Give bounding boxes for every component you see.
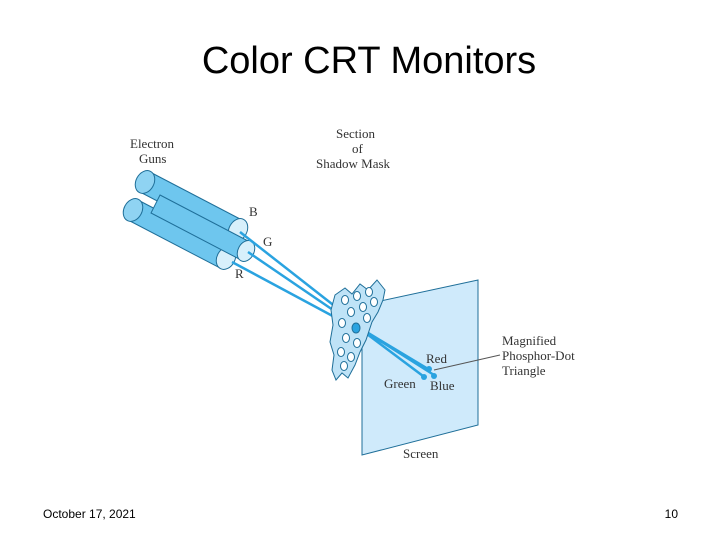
electron-guns bbox=[122, 170, 256, 270]
magnified-leader bbox=[433, 354, 501, 371]
label-electron-line2: Guns bbox=[139, 151, 166, 166]
label-magnified-line3: Triangle bbox=[502, 363, 546, 378]
label-electron-line1: Electron bbox=[130, 136, 175, 151]
label-section-line1: Section bbox=[336, 126, 375, 141]
gun-middle bbox=[150, 194, 256, 262]
label-magnified-line1: Magnified bbox=[502, 333, 557, 348]
slide-title: Color CRT Monitors bbox=[201, 40, 537, 82]
label-blue: Blue bbox=[430, 378, 455, 393]
label-gun-g: G bbox=[263, 234, 272, 249]
shadow-mask-section bbox=[329, 279, 386, 381]
label-green: Green bbox=[384, 376, 416, 391]
footer-page-number: 10 bbox=[664, 507, 678, 521]
footer-date: October 17, 2021 bbox=[43, 507, 136, 521]
label-gun-r: R bbox=[235, 266, 244, 281]
phosphor-dot-triangle bbox=[421, 366, 437, 380]
label-gun-b: B bbox=[249, 204, 258, 219]
label-screen: Screen bbox=[403, 446, 439, 461]
label-section-line2: of bbox=[352, 141, 364, 156]
label-magnified-line2: Phosphor-Dot bbox=[502, 348, 575, 363]
label-red: Red bbox=[426, 351, 447, 366]
label-section-line3: Shadow Mask bbox=[316, 156, 391, 171]
